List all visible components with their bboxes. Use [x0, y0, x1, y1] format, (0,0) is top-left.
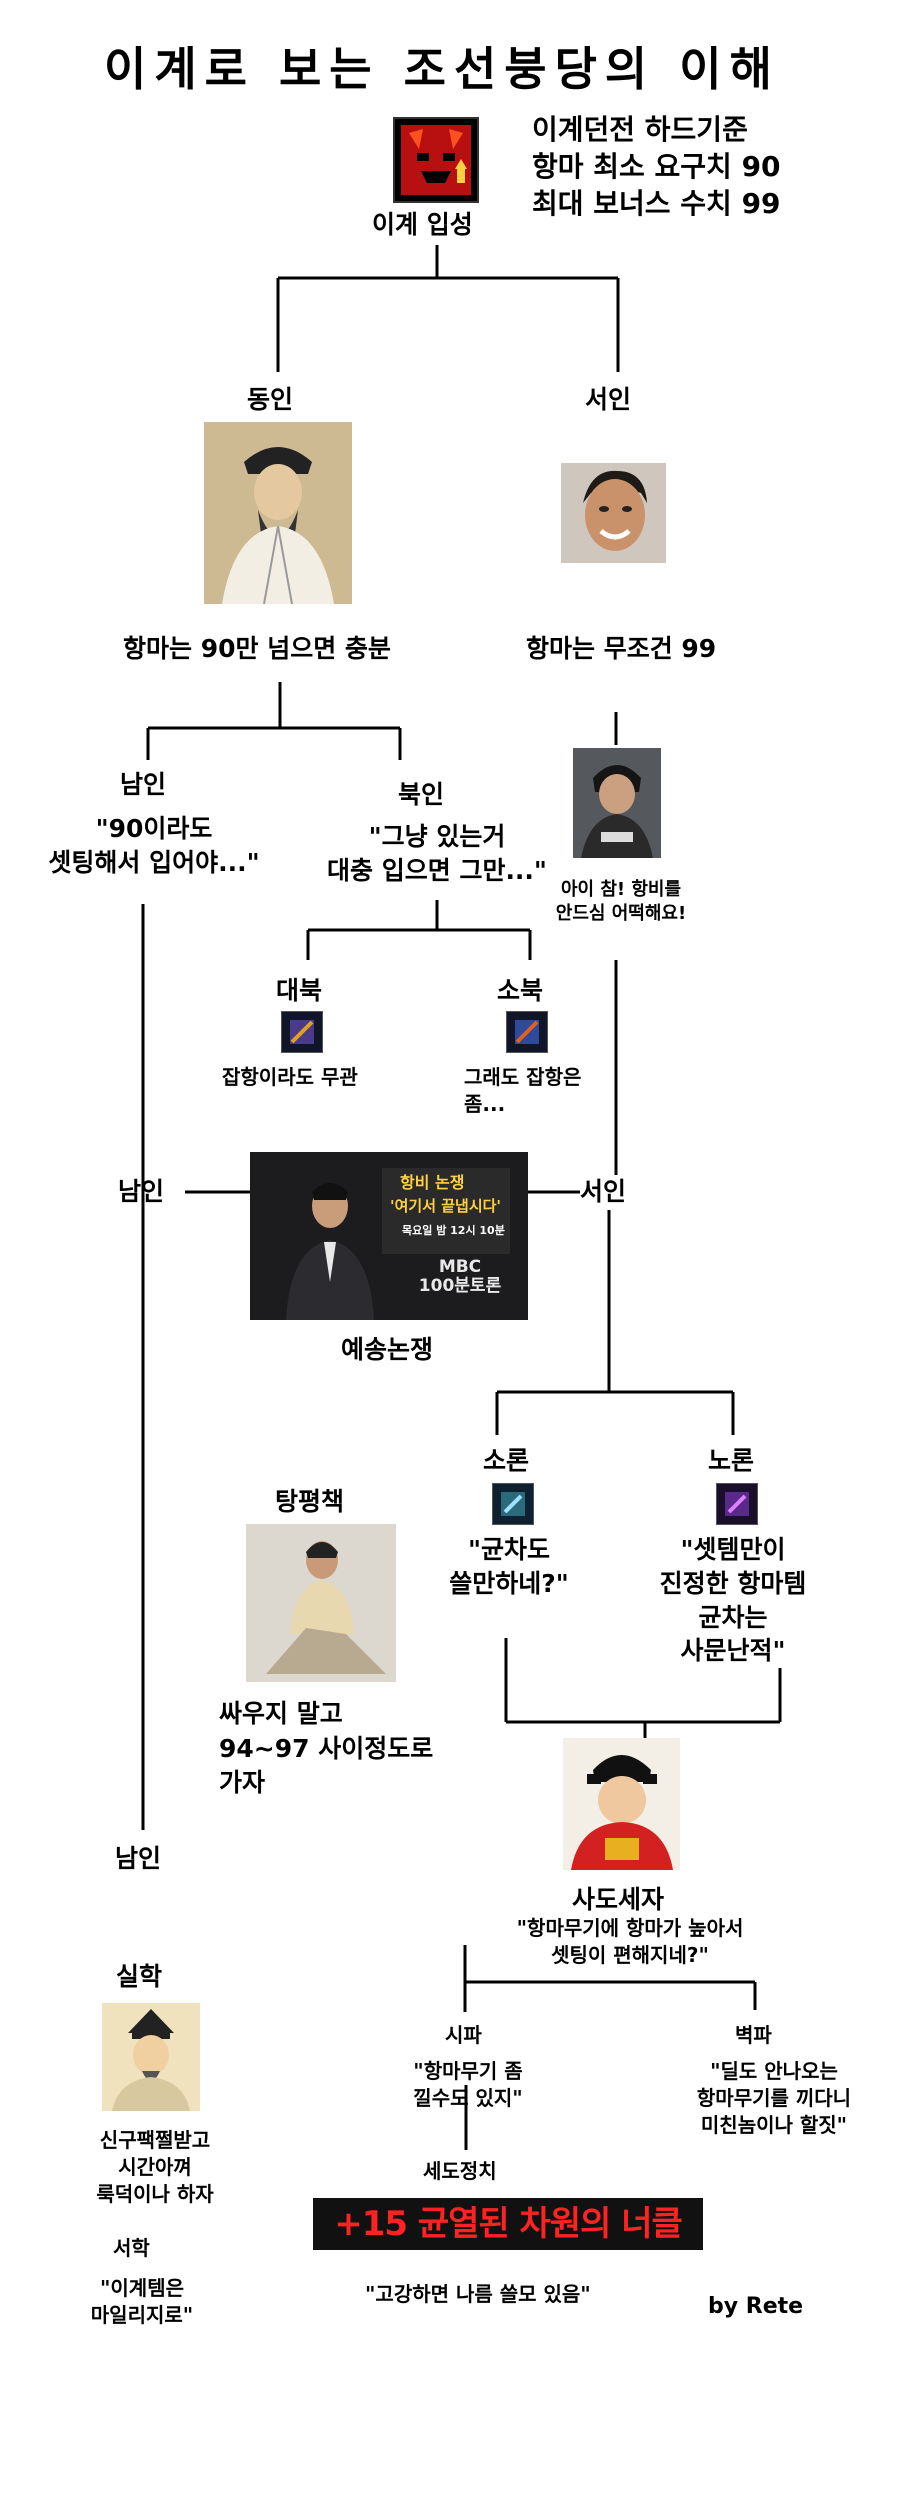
debate-left-label: 남인	[118, 1177, 165, 1206]
demon-icon	[393, 117, 479, 203]
dongin-quote: 항마는 90만 넘으면 충분	[123, 634, 391, 663]
weapon-icon-noron	[716, 1483, 758, 1525]
debate-tv-image: 항비 논쟁 '여기서 끝냅시다' 목요일 밤 12시 10분 MBC 100분토…	[250, 1152, 528, 1320]
tangpyeong-photo	[246, 1524, 396, 1682]
soron-label: 소론	[483, 1446, 530, 1475]
seohak-label: 서학	[113, 2236, 150, 2260]
sipa-quote: "항마무기 좀 낄수도 있지"	[413, 2059, 523, 2110]
soron-quote: "균차도 쓸만하네?"	[449, 1535, 569, 1598]
silhak-label: 실학	[116, 1962, 163, 1991]
daebuk-quote: 잡항이라도 무관	[222, 1065, 358, 1089]
weapon-icon-daebuk	[281, 1011, 323, 1053]
sedo-banner: +15 균열된 차원의 너클	[313, 2198, 703, 2250]
pleading-caption: 아이 참! 항비를 안드심 어떡해요!	[555, 879, 687, 925]
seoin-quote: 항마는 무조건 99	[526, 634, 717, 663]
sobuk-label: 소북	[497, 976, 544, 1005]
debate-screen-line3: 목요일 밤 12시 10분	[402, 1224, 505, 1237]
weapon-icon-soron	[492, 1483, 534, 1525]
debate-screen-line2: '여기서 끝냅시다'	[390, 1197, 502, 1215]
byeokpa-label: 벽파	[735, 2023, 772, 2047]
silhak-portrait	[102, 2003, 200, 2111]
seoin-label: 서인	[585, 385, 632, 414]
page-title: 이계로 보는 조선붕당의 이해	[104, 42, 780, 96]
daebuk-label: 대북	[276, 976, 323, 1005]
debate-screen-logo: MBC 100분토론	[418, 1257, 502, 1296]
sedo-quote: "고강하면 나름 쓸모 있음"	[365, 2282, 591, 2306]
tangpyeong-quote: 싸우지 말고 94~97 사이정도로 가자	[219, 1699, 434, 1797]
tangpyeong-label: 탕평책	[275, 1487, 345, 1516]
silhak-quote: 신구팩쩔받고 시간아껴 룩덕이나 하자	[96, 2128, 214, 2206]
debate-right-label: 서인	[580, 1177, 627, 1206]
noron-quote: "셋템만이 진정한 항마템 균차는 사문난적"	[659, 1535, 807, 1666]
namin-label: 남인	[120, 770, 167, 799]
bukin-quote: "그냥 있는거 대충 입으면 그만..."	[327, 822, 547, 885]
namin-quote: "90이라도 셋팅해서 입어야..."	[48, 814, 260, 877]
sado-label: 사도세자	[572, 1885, 665, 1914]
debate-screen-line1: 항비 논쟁	[400, 1173, 465, 1192]
sado-portrait	[563, 1738, 680, 1870]
bukin-label: 북인	[398, 780, 445, 809]
credit: by Rete	[708, 2294, 804, 2319]
debate-caption: 예송논쟁	[341, 1335, 434, 1364]
noron-label: 노론	[708, 1446, 755, 1475]
yulgok-photo	[561, 463, 666, 563]
dongin-portrait	[204, 422, 352, 605]
dongin-label: 동인	[247, 385, 294, 414]
pleading-photo	[573, 748, 661, 858]
header-note: 이계던전 하드기준 항마 최소 요구치 90 최대 보너스 수치 99	[532, 113, 781, 220]
sado-quote: "항마무기에 항마가 높아서 셋팅이 편해지네?"	[516, 1916, 744, 1967]
root-label: 이계 입성	[372, 210, 473, 239]
byeokpa-quote: "딜도 안나오는 항마무기를 끼다니 미친놈이나 할짓"	[696, 2059, 852, 2137]
seohak-quote: "이계템은 마일리지로"	[90, 2276, 194, 2327]
namin-bottom-label: 남인	[115, 1844, 162, 1873]
sobuk-quote: 그래도 잡항은 좀...	[464, 1065, 582, 1116]
sipa-label: 시파	[445, 2023, 482, 2047]
sedo-label: 세도정치	[423, 2159, 497, 2183]
weapon-icon-sobuk	[506, 1011, 548, 1053]
